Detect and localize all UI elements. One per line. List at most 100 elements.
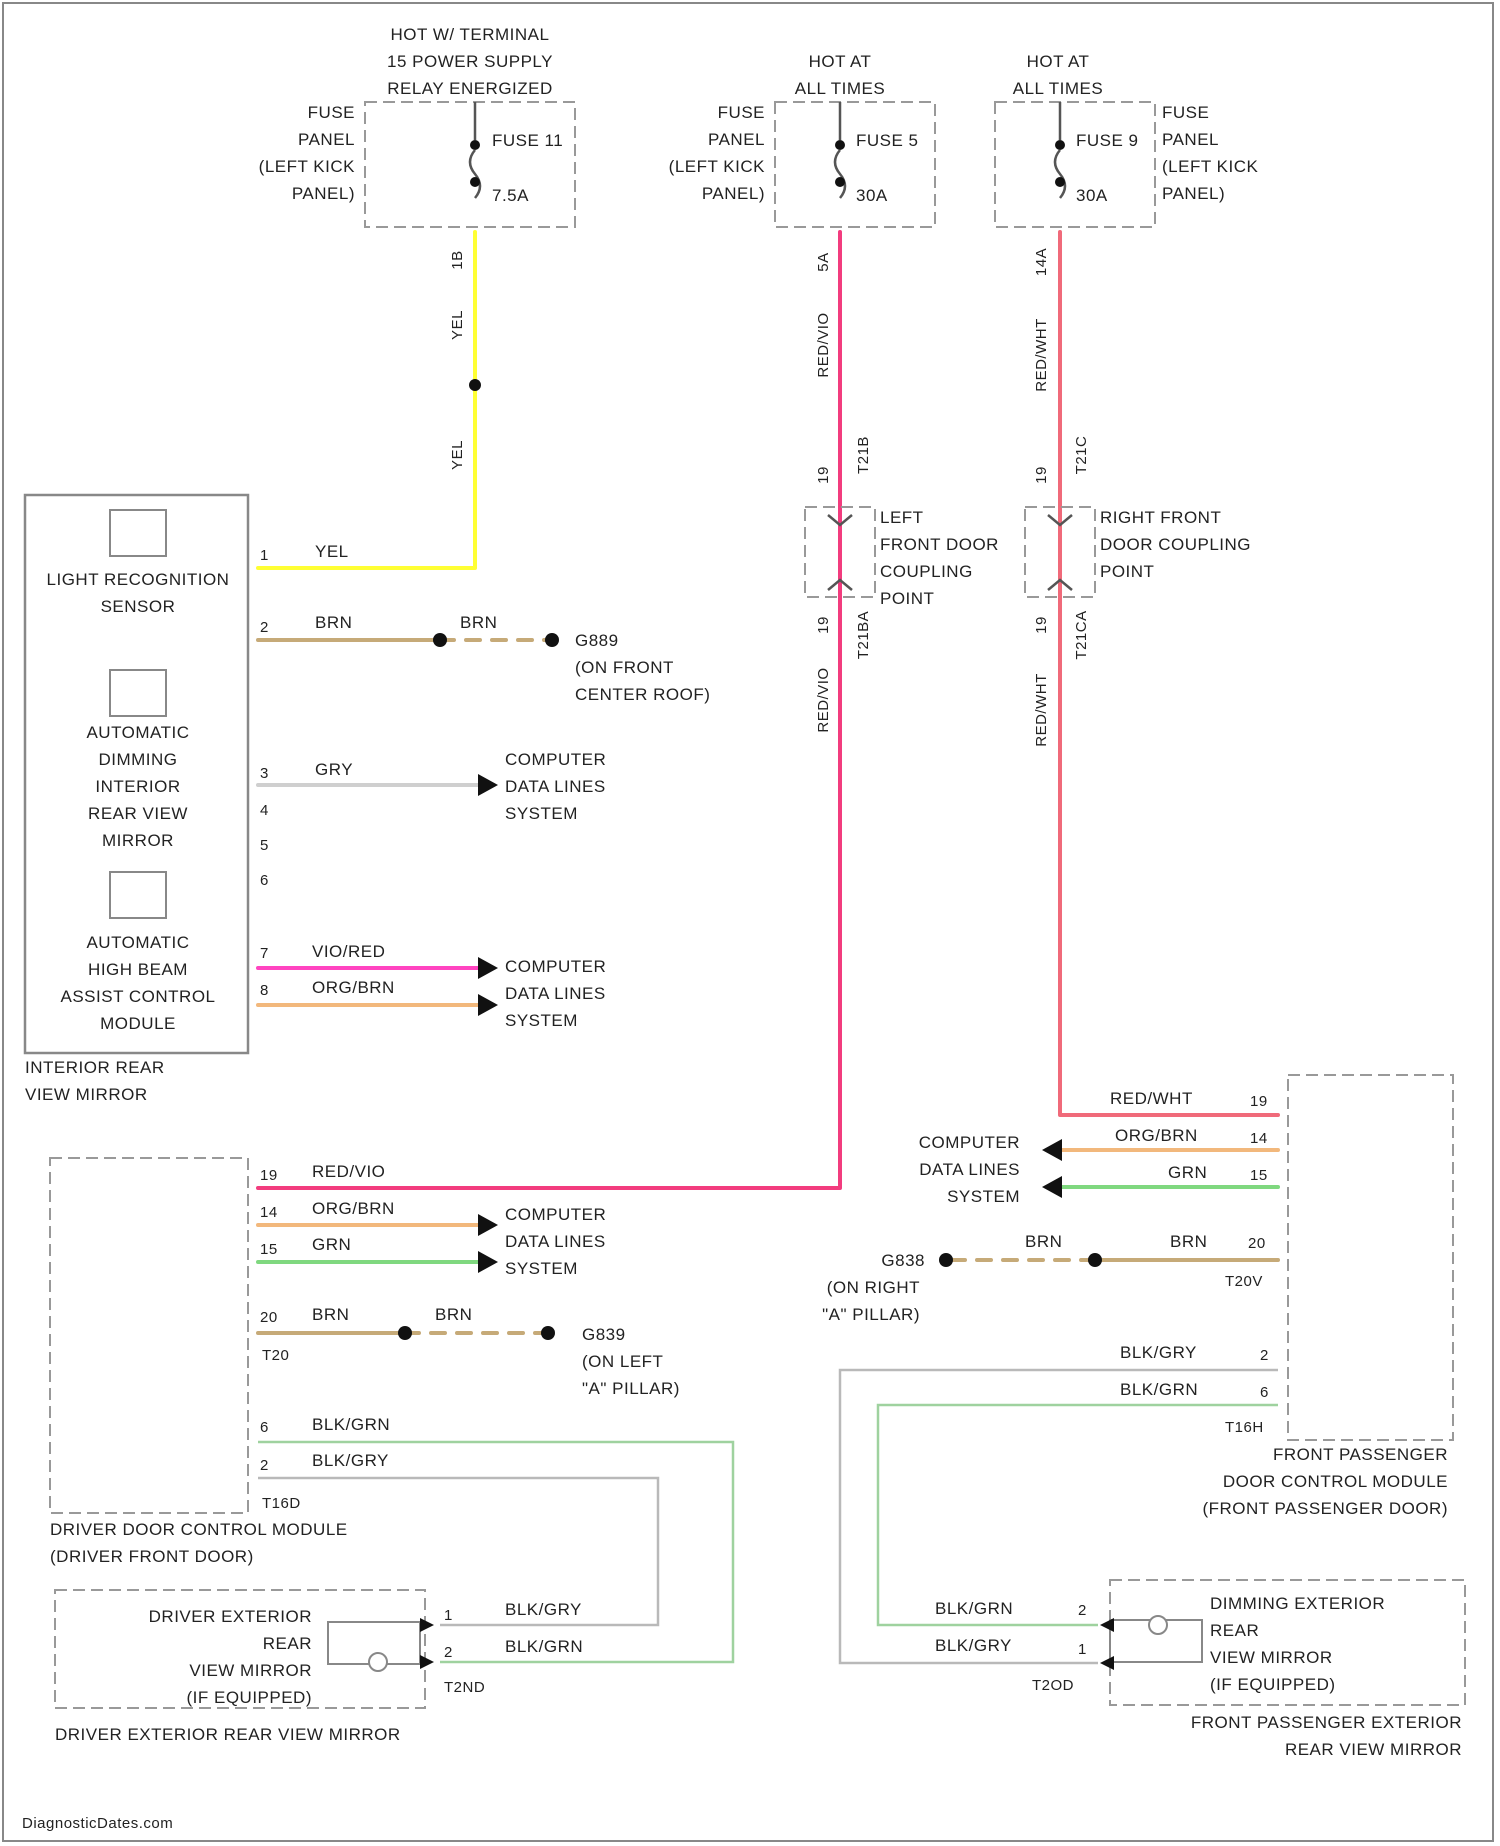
fuse5-panel-2: PANEL bbox=[708, 130, 765, 149]
ddcm-wire-p20a-label: BRN bbox=[312, 1305, 349, 1324]
mirror-wire-p2a-label: BRN bbox=[315, 613, 352, 632]
ddcm-wire-p15-label: GRN bbox=[312, 1235, 351, 1254]
right-coupling-label-2: DOOR COUPLING bbox=[1100, 535, 1251, 554]
fuse11-wire-label-1: YEL bbox=[449, 310, 466, 340]
left-coupling-label-1: LEFT bbox=[880, 508, 924, 527]
left-coupling-label-2: FRONT DOOR bbox=[880, 535, 999, 554]
fpdcm-box bbox=[1288, 1075, 1453, 1440]
dem-motor-symbol-icon bbox=[369, 1653, 387, 1671]
pem-label-1: DIMMING EXTERIOR bbox=[1210, 1594, 1385, 1613]
pem-pin1-connector-icon bbox=[1100, 1656, 1114, 1670]
ddcm-p15-arrow-icon bbox=[478, 1251, 498, 1273]
fuse5-pin: 5A bbox=[815, 252, 832, 271]
mirror-cdl2-l2: DATA LINES bbox=[505, 984, 606, 1003]
ddcm-wire-p19-label: RED/VIO bbox=[312, 1162, 385, 1181]
right-coupling-pin-bot: 19 bbox=[1033, 616, 1050, 634]
driver-door-control-module: DRIVER DOOR CONTROL MODULE (DRIVER FRONT… bbox=[50, 1158, 733, 1662]
fpdcm-pin-2: 2 bbox=[1260, 1347, 1269, 1364]
fuse9-wire-label: RED/WHT bbox=[1033, 318, 1050, 392]
footer-watermark: DiagnosticDates.com bbox=[22, 1815, 173, 1832]
fuse5-element-icon bbox=[835, 150, 845, 198]
fuse5-name: FUSE 5 bbox=[856, 131, 919, 150]
ground-g889-dot bbox=[545, 633, 559, 647]
ddcm-cdl-l1: COMPUTER bbox=[505, 1205, 606, 1224]
wire-yel-fuse11-mirror bbox=[258, 232, 475, 568]
fuse9-dot-bot bbox=[1055, 177, 1065, 187]
interior-rear-view-mirror: LIGHT RECOGNITION SENSOR AUTOMATIC DIMMI… bbox=[25, 495, 710, 1104]
ground-g839-name: G839 bbox=[582, 1325, 626, 1344]
fuse11-name: FUSE 11 bbox=[492, 131, 563, 150]
right-coupling-wire-label: RED/WHT bbox=[1033, 673, 1050, 747]
ddcm-pin-2: 2 bbox=[260, 1457, 269, 1474]
mirror-sensor-label-2: SENSOR bbox=[101, 597, 176, 616]
fuse5-rating: 30A bbox=[856, 186, 888, 205]
pem-label-3: VIEW MIRROR bbox=[1210, 1648, 1333, 1667]
fpdcm-conn-t20v: T20V bbox=[1225, 1273, 1263, 1290]
mirror-pin-6: 6 bbox=[260, 872, 269, 889]
dem-wire-p2-label: BLK/GRN bbox=[505, 1637, 583, 1656]
ddcm-title-2: (DRIVER FRONT DOOR) bbox=[50, 1547, 254, 1566]
ddcm-p14-arrow-icon bbox=[478, 1214, 498, 1236]
ground-g838-loc-2: "A" PILLAR) bbox=[822, 1305, 920, 1324]
mirror-hb-label-4: MODULE bbox=[100, 1014, 176, 1033]
ground-g838-dot bbox=[939, 1253, 953, 1267]
ground-g838-name: G838 bbox=[881, 1251, 925, 1270]
fuse9-panel-box bbox=[995, 102, 1155, 227]
mirror-cdl1-l1: COMPUTER bbox=[505, 750, 606, 769]
fpdcm-conn-t16h: T16H bbox=[1225, 1419, 1264, 1436]
ddcm-wire-p14-label: ORG/BRN bbox=[312, 1199, 395, 1218]
wire-redvio-fuse5-ddcm bbox=[258, 232, 840, 1188]
dem-label-2: REAR bbox=[263, 1634, 312, 1653]
mirror-pin-5: 5 bbox=[260, 837, 269, 854]
fuse11-element-icon bbox=[470, 150, 480, 198]
mirror-wire-p2b-label: BRN bbox=[460, 613, 497, 632]
mirror-pin-2: 2 bbox=[260, 619, 269, 636]
ddcm-pin-19: 19 bbox=[260, 1167, 278, 1184]
fuse-11-group: HOT W/ TERMINAL 15 POWER SUPPLY RELAY EN… bbox=[259, 25, 575, 470]
fuse9-panel-1: FUSE bbox=[1162, 103, 1209, 122]
fuse11-panel-3: (LEFT KICK bbox=[259, 157, 355, 176]
dem-label-4: (IF EQUIPPED) bbox=[186, 1688, 312, 1707]
fuse9-name: FUSE 9 bbox=[1076, 131, 1139, 150]
dem-label-3: VIEW MIRROR bbox=[189, 1661, 312, 1680]
ddcm-wire-p20b-label: BRN bbox=[435, 1305, 472, 1324]
mirror-pin-8: 8 bbox=[260, 982, 269, 999]
left-coupling-conn-bot: T21BA bbox=[855, 611, 872, 659]
front-passenger-exterior-rear-view-mirror: 2 1 T2OD BLK/GRN BLK/GRY DIMMING EXTERIO… bbox=[935, 1580, 1465, 1759]
mirror-title-2: VIEW MIRROR bbox=[25, 1085, 148, 1104]
fpdcm-title-3: (FRONT PASSENGER DOOR) bbox=[1202, 1499, 1448, 1518]
fpdcm-wire-p2-label: BLK/GRY bbox=[1120, 1343, 1197, 1362]
mirror-cdl1-l3: SYSTEM bbox=[505, 804, 578, 823]
ground-g889-loc-2: CENTER ROOF) bbox=[575, 685, 710, 704]
dem-pin2-connector-icon bbox=[420, 1655, 434, 1669]
high-beam-module-icon bbox=[110, 872, 166, 918]
dem-pin-2: 2 bbox=[444, 1644, 453, 1661]
ddcm-wire-p6-label: BLK/GRN bbox=[312, 1415, 390, 1434]
fuse9-heading-2: ALL TIMES bbox=[1013, 79, 1103, 98]
fpdcm-pin-19: 19 bbox=[1250, 1093, 1268, 1110]
pem-pin-2: 2 bbox=[1078, 1602, 1087, 1619]
fuse11-rating: 7.5A bbox=[492, 186, 529, 205]
dimming-mirror-icon bbox=[110, 670, 166, 716]
fuse5-heading-1: HOT AT bbox=[809, 52, 872, 71]
mirror-dim-label-4: REAR VIEW bbox=[88, 804, 188, 823]
ground-g839-loc-1: (ON LEFT bbox=[582, 1352, 663, 1371]
mirror-wire-p3-label: GRY bbox=[315, 760, 353, 779]
fpdcm-pin-20: 20 bbox=[1248, 1235, 1266, 1252]
fuse11-panel-4: PANEL) bbox=[292, 184, 355, 203]
mirror-p2-splice-dot bbox=[433, 633, 447, 647]
fuse5-dot-top bbox=[835, 140, 845, 150]
ground-g889-loc-1: (ON FRONT bbox=[575, 658, 674, 677]
fuse5-heading-2: ALL TIMES bbox=[795, 79, 885, 98]
pem-label-4: (IF EQUIPPED) bbox=[1210, 1675, 1336, 1694]
ddcm-pin-15: 15 bbox=[260, 1241, 278, 1258]
mirror-sensor-label-1: LIGHT RECOGNITION bbox=[47, 570, 230, 589]
fuse9-rating: 30A bbox=[1076, 186, 1108, 205]
fpdcm-wire-p19-label: RED/WHT bbox=[1110, 1089, 1193, 1108]
wire-redwht-fuse9-fpdcm bbox=[1060, 232, 1278, 1115]
fuse5-panel-4: PANEL) bbox=[702, 184, 765, 203]
mirror-cdl2-l1: COMPUTER bbox=[505, 957, 606, 976]
fuse9-panel-2: PANEL bbox=[1162, 130, 1219, 149]
pem-title-1: FRONT PASSENGER EXTERIOR bbox=[1191, 1713, 1462, 1732]
